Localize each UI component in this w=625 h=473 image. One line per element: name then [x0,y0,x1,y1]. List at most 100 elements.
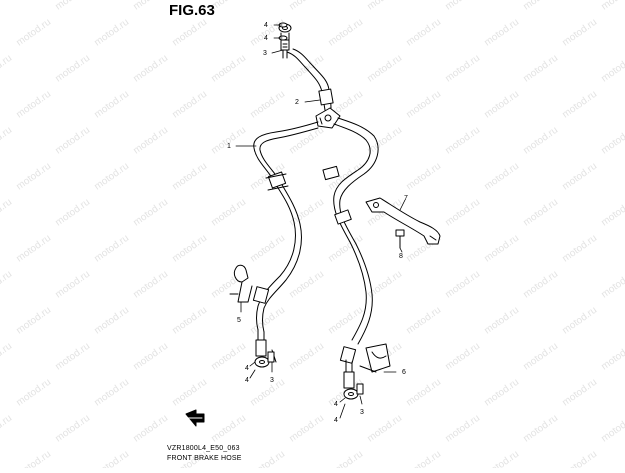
watermark-text: motod.ru [0,125,14,157]
callout-4-lower-a: 4 [245,365,249,372]
watermark-text: motod.ru [131,125,170,157]
watermark-text: motod.ru [365,413,404,445]
watermark-text: motod.ru [521,53,560,85]
watermark-text: motod.ru [599,125,625,157]
callout-4-top: 4 [264,22,268,29]
watermark-text: motod.ru [404,377,443,409]
callout-3-bottom: 3 [360,409,364,416]
watermark-text: motod.ru [287,413,326,445]
left-hose [253,121,319,333]
callout-3-lower: 3 [270,377,274,384]
callout-4-top-b: 4 [264,35,268,42]
watermark-text: motod.ru [599,341,625,373]
watermark-text: motod.ru [482,305,521,337]
callout-7: 7 [404,195,408,202]
callout-labels: 4 4 3 2 1 7 8 5 6 4 4 3 4 4 3 [227,22,408,424]
watermark-text: motod.ru [53,125,92,157]
figure-title: FIG.63 [169,2,215,19]
watermark-text: motod.ru [248,305,287,337]
watermark-text: motod.ru [521,269,560,301]
callout-5: 5 [237,317,241,324]
watermark-text: motod.ru [560,449,599,468]
watermark-text: motod.ru [14,233,53,265]
watermark-text: motod.ru [0,269,14,301]
watermark-text: motod.ru [365,0,404,12]
watermark-text: motod.ru [443,197,482,229]
watermark-text: motod.ru [14,377,53,409]
watermark-text: motod.ru [326,233,365,265]
watermark-text: motod.ru [53,269,92,301]
watermark-text: motod.ru [443,0,482,12]
watermark-text: motod.ru [209,53,248,85]
watermark-text: motod.ru [170,89,209,121]
callout-4-bottom-a: 4 [334,401,338,408]
watermark-text: motod.ru [560,89,599,121]
watermark-text: motod.ru [0,413,14,445]
watermark-text: motod.ru [404,17,443,49]
watermark-text: motod.ru [14,17,53,49]
watermark-text: motod.ru [170,161,209,193]
watermark-text: motod.ru [287,269,326,301]
watermark-text: motod.ru [131,341,170,373]
watermark-text: motod.ru [53,341,92,373]
watermark-text: motod.ru [443,413,482,445]
watermark-text: motod.ru [0,53,14,85]
figure-name: FRONT BRAKE HOSE [167,455,242,462]
watermark-text: motod.ru [482,161,521,193]
watermark-text: motod.ru [482,233,521,265]
watermark-text: motod.ru [482,17,521,49]
watermark-text: motod.ru [92,89,131,121]
watermark-text: motod.ru [404,89,443,121]
watermark-text: motod.ru [560,161,599,193]
callout-8: 8 [399,253,403,260]
watermark-text: motod.ru [131,413,170,445]
watermark-text: motod.ru [404,449,443,468]
watermark-text: motod.ru [248,449,287,468]
watermark-text: motod.ru [287,125,326,157]
watermark-text: motod.ru [443,341,482,373]
watermark-text: motod.ru [326,17,365,49]
watermark-text: motod.ru [560,233,599,265]
watermark-text: motod.ru [0,341,14,373]
watermark-text: motod.ru [92,449,131,468]
callout-4-bottom-b: 4 [334,417,338,424]
watermark-text: motod.ru [599,269,625,301]
watermark-text: motod.ru [326,305,365,337]
watermark-text: motod.ru [170,305,209,337]
watermark-text: motod.ru [599,53,625,85]
watermark-text: motod.ru [53,197,92,229]
watermark-text: motod.ru [521,0,560,12]
watermark-text: motod.ru [599,413,625,445]
right-hose-clamp [359,343,391,373]
watermark-text: motod.ru [521,197,560,229]
watermark-text: motod.ru [92,377,131,409]
watermark-text: motod.ru [209,0,248,12]
left-hose-clamp [229,264,253,303]
watermark-text: motod.ru [209,341,248,373]
watermark-text: motod.ru [443,269,482,301]
watermark-text: motod.ru [170,377,209,409]
watermark-text: motod.ru [482,449,521,468]
watermark-text: motod.ru [482,89,521,121]
bracket-bolt [395,229,405,249]
callout-6: 6 [402,369,406,376]
watermark-text: motod.ru [131,269,170,301]
watermark-text: motod.ru [209,197,248,229]
figure-code: VZR1800L4_E50_063 [167,445,240,452]
watermark-text: motod.ru [92,233,131,265]
three-way-joint [315,107,341,129]
right-lower-fitting [343,359,364,400]
watermark-text: motod.ru [365,125,404,157]
watermark-text: motod.ru [404,161,443,193]
watermark-text: motod.ru [53,0,92,12]
watermark-text: motod.ru [404,305,443,337]
watermark-text: motod.ru [560,377,599,409]
leader-lines [235,24,406,419]
watermark-text: motod.ru [92,305,131,337]
watermark-text: motod.ru [131,53,170,85]
watermark-text: motod.ru [521,125,560,157]
left-lower-fitting [252,286,277,368]
